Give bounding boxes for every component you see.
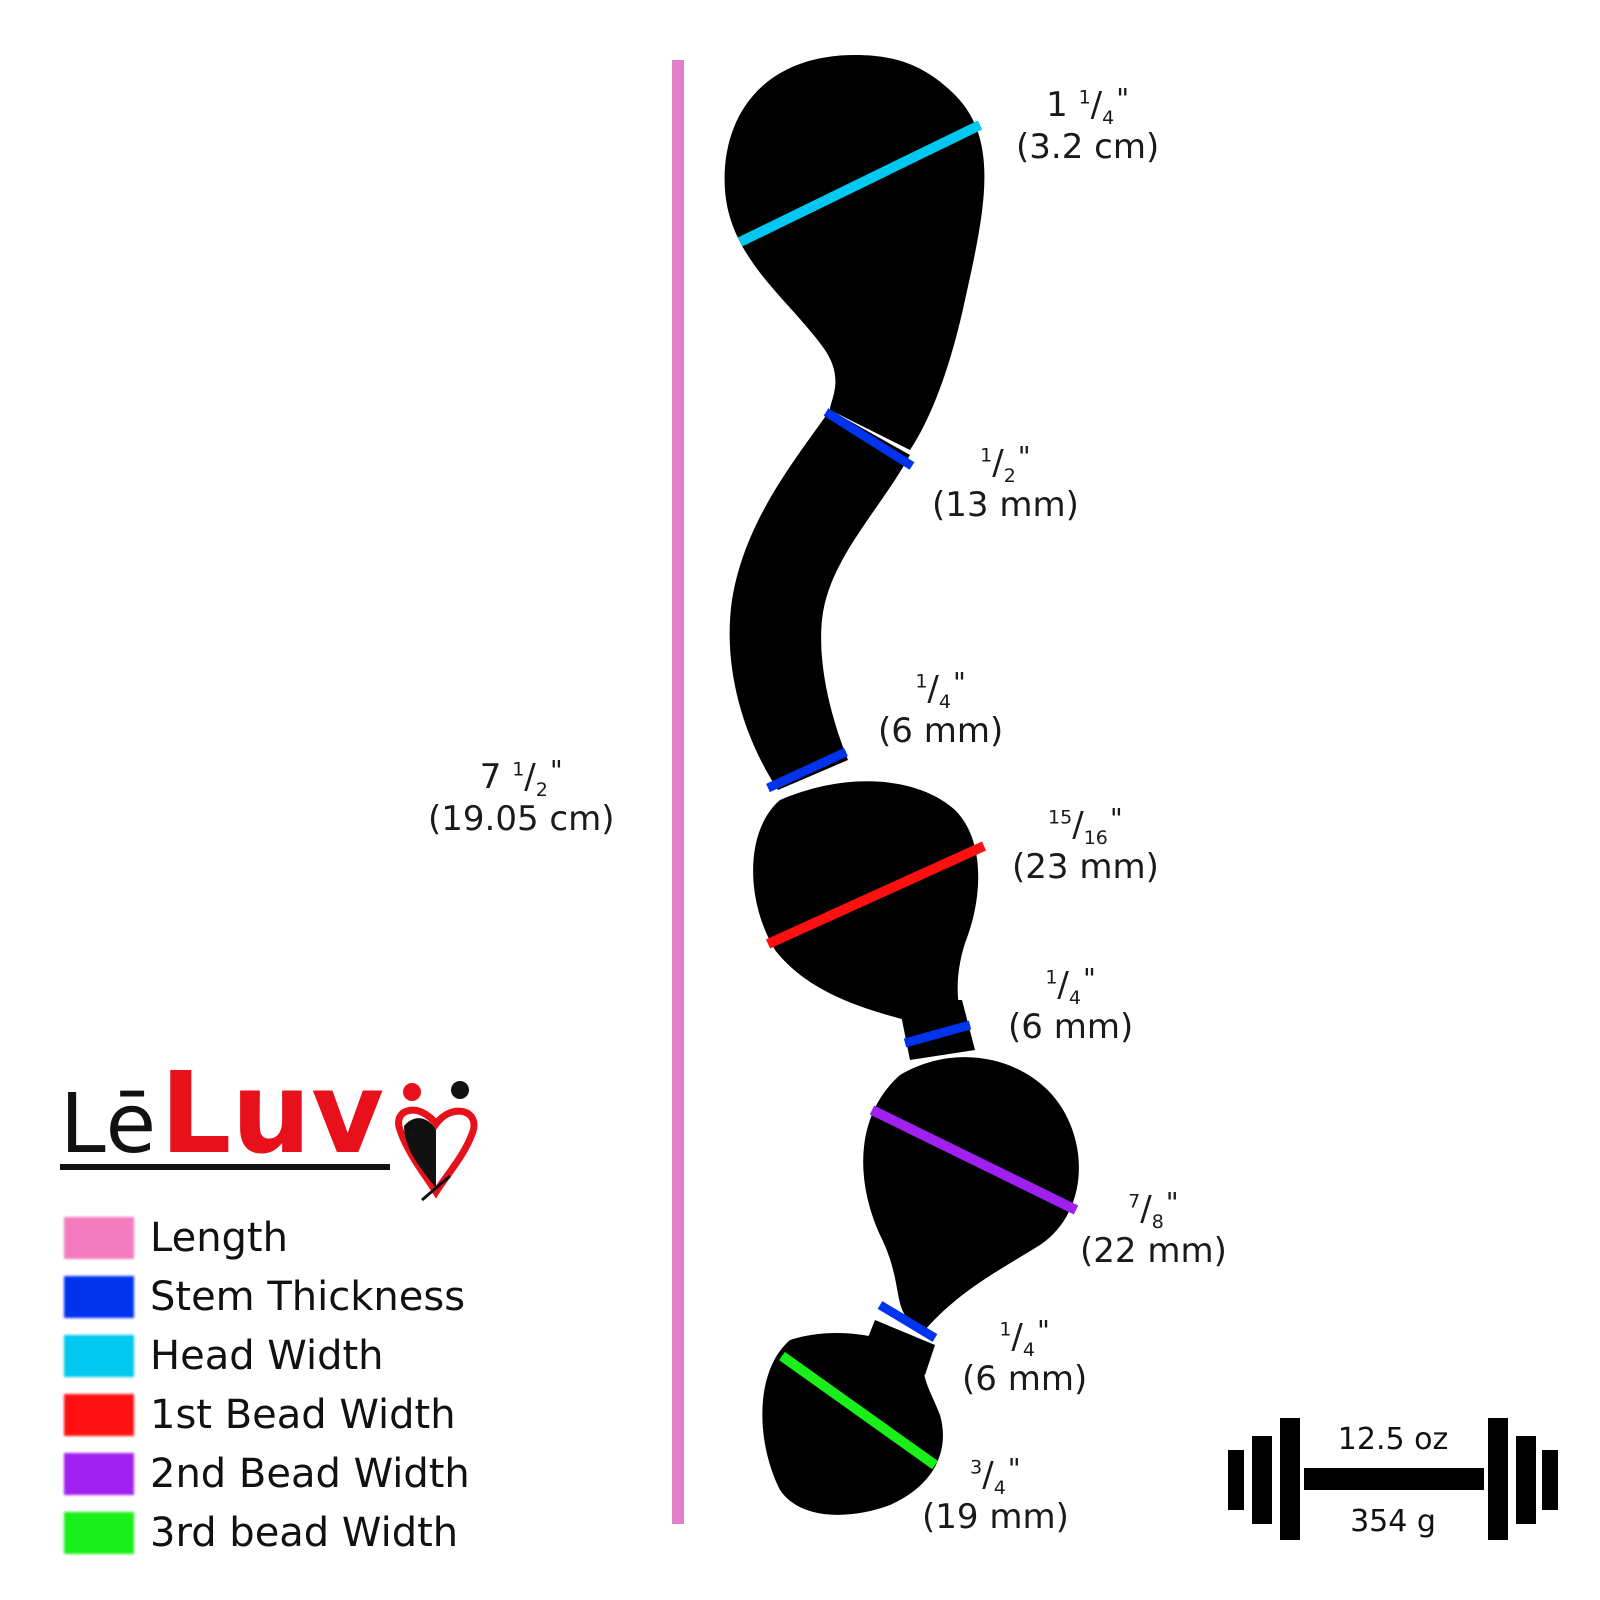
total-length-label: 7 1/2" (19.05 cm) [428, 754, 615, 839]
legend-label: Head Width [150, 1332, 384, 1379]
leluv-logo: Lē Luv [60, 1049, 478, 1202]
stem-2-measure-label: 1/4" (6 mm) [1008, 962, 1134, 1047]
bead2-shape [863, 1057, 1079, 1330]
bead1-width-line [765, 841, 987, 949]
legend-item: Length [64, 1208, 470, 1267]
head-measure-label: 1 1/4" (3.2 cm) [1016, 82, 1160, 167]
legend-label: Length [150, 1214, 288, 1261]
bead3-width-line [779, 1351, 938, 1470]
stem-mid-measure-label: 1/4" (6 mm) [878, 666, 1004, 751]
dumbbell-icon [1228, 1418, 1558, 1540]
stem-3-line [877, 1301, 938, 1342]
legend-label: 3rd bead Width [150, 1509, 459, 1556]
logo-underline [60, 1164, 390, 1170]
head-shape [724, 55, 985, 450]
legend-item: Head Width [64, 1326, 470, 1385]
stem-top-line [823, 408, 915, 470]
legend-item: 2nd Bead Width [64, 1444, 470, 1503]
head-width-line [737, 120, 983, 247]
bead1-measure-label: 15/16" (23 mm) [1012, 802, 1159, 887]
legend-swatch [64, 1393, 134, 1436]
weight-indicator: 12.5 oz 354 g [1228, 1416, 1558, 1546]
weight-imperial: 12.5 oz [1337, 1422, 1449, 1457]
legend-label: 1st Bead Width [150, 1391, 456, 1438]
length-bar [672, 60, 684, 1524]
stem-mid-line [766, 747, 848, 793]
stem-2-line [903, 1020, 972, 1048]
stem-top-measure-label: 1/2" (13 mm) [932, 440, 1079, 525]
heart-icon [395, 1081, 478, 1202]
legend-swatch [64, 1334, 134, 1377]
legend-swatch [64, 1275, 134, 1318]
logo-name: Luv [160, 1049, 384, 1179]
legend-swatch [64, 1216, 134, 1259]
legend-item: 1st Bead Width [64, 1385, 470, 1444]
stem-shape [729, 410, 910, 790]
stem-3-measure-label: 1/4" (6 mm) [962, 1314, 1088, 1399]
logo-prefix: Lē [60, 1077, 156, 1172]
legend-swatch [64, 1511, 134, 1554]
legend-swatch [64, 1452, 134, 1495]
legend-label: 2nd Bead Width [150, 1450, 470, 1497]
bead3-measure-label: 3/4" (19 mm) [922, 1452, 1069, 1537]
weight-metric: 354 g [1350, 1504, 1436, 1539]
bead2-measure-label: 7/8" (22 mm) [1080, 1186, 1227, 1271]
bead2-width-line [869, 1105, 1079, 1215]
legend-item: Stem Thickness [64, 1267, 470, 1326]
legend-item: 3rd bead Width [64, 1503, 470, 1562]
legend-label: Stem Thickness [150, 1273, 466, 1320]
